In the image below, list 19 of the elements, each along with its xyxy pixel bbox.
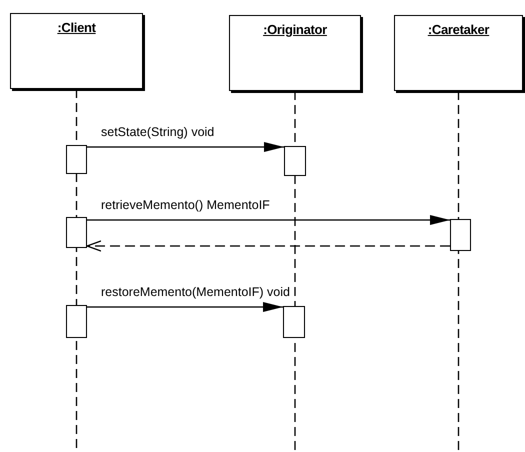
return-arrow [86, 240, 450, 252]
object-box [229, 15, 361, 91]
activation-bar [450, 219, 471, 251]
message-arrow [87, 302, 283, 312]
object-box [394, 15, 523, 91]
activation-bar [284, 146, 306, 176]
object-name: :Client [56, 20, 97, 35]
activation-bar [66, 217, 87, 248]
object-name: :Caretaker [426, 22, 490, 37]
message-arrow [87, 142, 284, 152]
activation-bar [66, 145, 87, 174]
object-box [10, 13, 143, 89]
message-arrow [87, 215, 450, 225]
message-label: restoreMemento(MementoIF) void [100, 285, 291, 299]
activation-bar [66, 305, 87, 338]
object-name: :Originator [262, 22, 328, 37]
message-label: setState(String) void [100, 125, 216, 139]
activation-bar [283, 306, 305, 338]
message-label: retrieveMemento() MementoIF [100, 198, 271, 212]
